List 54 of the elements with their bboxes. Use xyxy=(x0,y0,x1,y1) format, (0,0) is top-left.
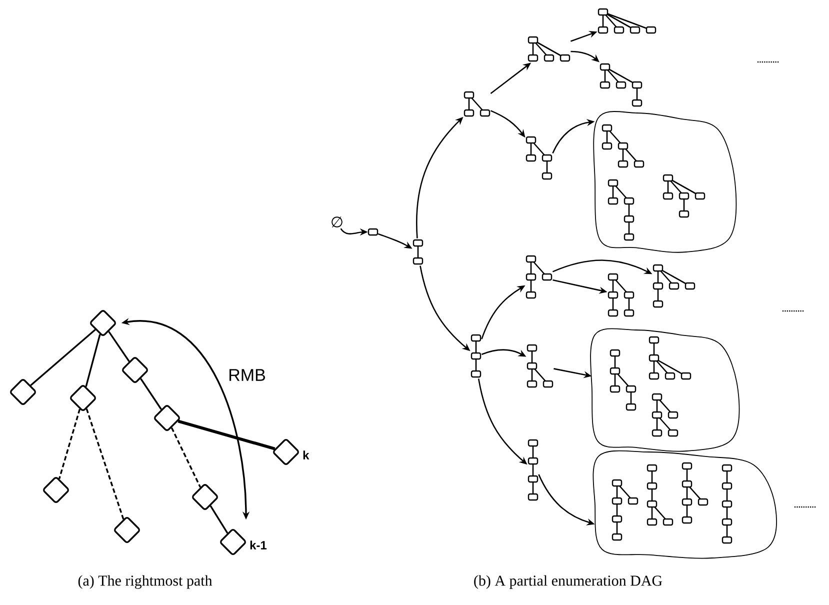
tree-drawing xyxy=(652,264,696,308)
tree-drawing xyxy=(412,239,424,265)
ellipsis: .......... xyxy=(757,61,779,63)
tree-drawing xyxy=(528,36,570,62)
tree-drawing xyxy=(600,63,642,107)
connector-line xyxy=(30,329,96,386)
tree-drawing xyxy=(470,334,482,378)
tree-drawing xyxy=(610,349,636,411)
connector-line xyxy=(170,427,202,488)
diamond-node xyxy=(273,439,299,465)
diamond-node xyxy=(154,405,180,431)
diamond-node xyxy=(192,484,218,510)
tree-drawing xyxy=(652,393,678,437)
diamond-node xyxy=(43,477,69,503)
tree-drawing xyxy=(662,174,706,218)
connector-line xyxy=(58,408,81,480)
node-label: k xyxy=(303,450,310,460)
blob-outline xyxy=(593,111,737,253)
tree-drawing xyxy=(526,344,554,388)
tree-drawing xyxy=(722,464,732,544)
tree-drawing xyxy=(648,336,692,380)
tree-drawing xyxy=(602,124,644,168)
empty-set-symbol: ∅ xyxy=(332,216,342,228)
diamond-node xyxy=(10,379,36,405)
connector-line xyxy=(86,408,124,520)
tree-drawing xyxy=(682,462,708,524)
diamond-node xyxy=(70,385,96,411)
tree-drawing xyxy=(528,439,538,501)
connector-line xyxy=(210,505,228,534)
diamond-node xyxy=(114,517,140,543)
diamond-node xyxy=(220,529,246,555)
blob-outline xyxy=(590,328,740,452)
tree-drawing xyxy=(464,91,490,117)
tree-drawing xyxy=(598,8,656,34)
caption: (b) A partial enumeration DAG xyxy=(474,575,662,589)
connector-line xyxy=(108,331,130,362)
tree-drawing xyxy=(526,255,552,299)
node-label: k-1 xyxy=(250,540,267,550)
blob-outline xyxy=(592,450,777,559)
tree-drawing xyxy=(612,479,638,541)
edge-label: RMB xyxy=(227,368,267,382)
diamond-node xyxy=(122,357,148,383)
tree-drawing xyxy=(608,179,634,241)
tree-drawing xyxy=(646,464,674,526)
connector-line xyxy=(178,420,276,450)
ellipsis: .......... xyxy=(794,506,816,508)
tree-drawing xyxy=(526,136,552,180)
connector-line xyxy=(140,378,162,410)
tree-drawing xyxy=(608,273,634,317)
ellipsis: .......... xyxy=(782,310,804,312)
connector-line xyxy=(85,334,101,387)
diamond-node xyxy=(90,310,116,336)
tree-drawing xyxy=(368,228,378,236)
caption: (a) The rightmost path xyxy=(78,575,212,589)
